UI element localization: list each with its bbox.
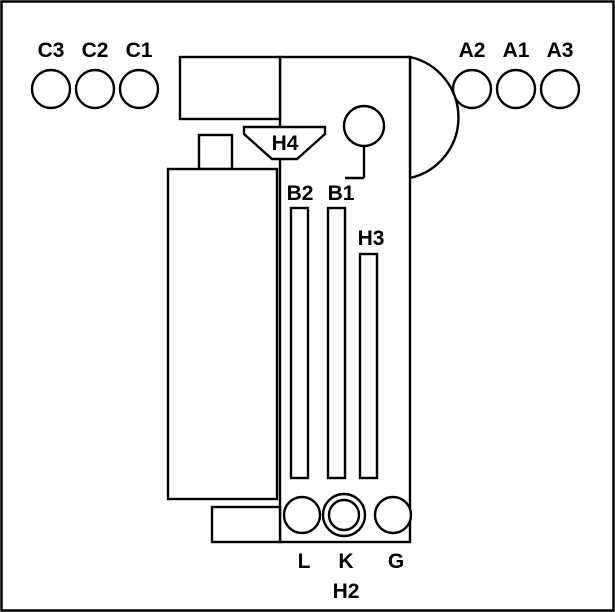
round-component (342, 104, 386, 148)
label-h4: H4 (272, 132, 299, 155)
label-k: K (338, 550, 353, 573)
h4-connector (242, 125, 327, 161)
terminal-g (373, 495, 413, 535)
circle-c2 (74, 68, 116, 110)
label-b2: B2 (287, 182, 314, 205)
label-a1: A1 (503, 39, 530, 62)
cell-body (166, 167, 279, 501)
circle-a3 (539, 68, 581, 110)
terminal-k-inner (327, 498, 361, 532)
circle-a1 (495, 68, 537, 110)
label-l: L (298, 550, 311, 573)
label-a3: A3 (547, 39, 574, 62)
top-left-box (178, 55, 282, 121)
label-b1: B1 (328, 182, 355, 205)
label-c1: C1 (126, 39, 153, 62)
half-circle-mount (408, 55, 460, 180)
label-g: G (388, 550, 404, 573)
cell-terminal (197, 133, 234, 171)
slot-h3 (358, 252, 379, 480)
slot-b2 (289, 206, 310, 480)
circle-c1 (118, 68, 160, 110)
slot-b1 (326, 206, 347, 480)
label-a2: A2 (459, 39, 486, 62)
label-h2: H2 (333, 580, 360, 603)
circle-c3 (30, 68, 72, 110)
label-c3: C3 (38, 39, 65, 62)
label-c2: C2 (82, 39, 109, 62)
terminal-l (282, 495, 322, 535)
label-h3: H3 (358, 227, 385, 250)
circle-a2 (451, 68, 493, 110)
lower-left-box (210, 505, 282, 544)
